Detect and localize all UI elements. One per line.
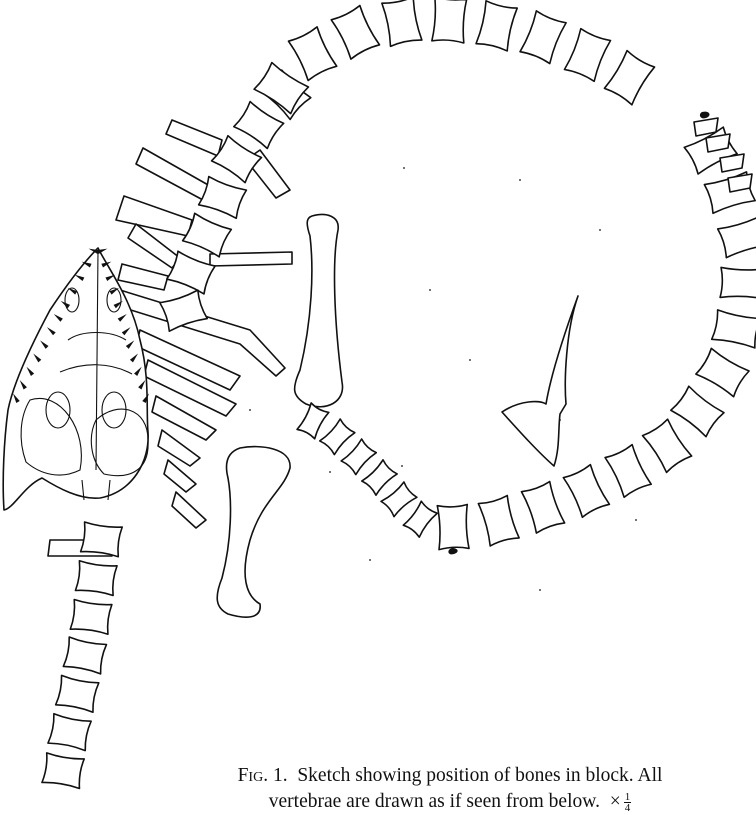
caption-line-2: vertebrae are drawn as if seen from belo… <box>150 789 750 815</box>
vertebra <box>604 51 654 105</box>
vertebra <box>432 0 467 43</box>
limb-bone <box>502 296 578 466</box>
sketch-dot <box>539 589 541 591</box>
figure-caption: Fig. 1. Sketch showing position of bones… <box>150 763 750 815</box>
caption-line-1: Fig. 1. Sketch showing position of bones… <box>150 763 750 789</box>
vertebra <box>605 445 651 498</box>
vertebra <box>381 482 417 517</box>
rib <box>210 252 292 266</box>
vertebra <box>696 348 749 396</box>
limb-bone <box>295 215 343 407</box>
rib <box>172 492 206 528</box>
vertebra <box>288 27 336 81</box>
vertebra <box>362 460 397 495</box>
scale-symbol: × <box>610 791 621 812</box>
sketch-dot <box>369 559 371 561</box>
sketch-dot <box>635 519 637 521</box>
vertebra <box>320 419 355 455</box>
vertebra <box>478 496 519 546</box>
vertebra <box>712 310 756 348</box>
vertebra <box>521 482 564 534</box>
vertebra <box>81 522 123 557</box>
vertebral-column <box>42 0 756 789</box>
vertebra <box>63 637 106 674</box>
sketch-dot <box>469 359 471 361</box>
vertebra <box>70 600 112 635</box>
vertebra <box>341 439 376 475</box>
vertebra <box>382 0 422 46</box>
sketch-dot <box>401 465 403 467</box>
rib <box>118 264 168 290</box>
sketch-dot <box>403 167 405 169</box>
rib <box>116 196 192 236</box>
figure-label: Fig. 1. <box>238 765 288 786</box>
rib <box>158 430 200 466</box>
vertebra <box>718 216 756 257</box>
vertebra <box>437 504 469 549</box>
scale-denominator: 4 <box>624 803 632 813</box>
limb-bone <box>217 447 290 618</box>
vertebra <box>720 267 756 298</box>
vertebra <box>476 1 517 51</box>
vertebra <box>563 465 609 518</box>
vertebra <box>42 753 84 789</box>
sketch-dot <box>559 419 561 421</box>
sketch-dot <box>599 229 601 231</box>
vertebra <box>56 675 99 712</box>
vertebra <box>643 419 692 472</box>
sketch-dot <box>519 179 521 181</box>
vertebra <box>403 501 437 537</box>
caption-text-1: Sketch showing position of bones in bloc… <box>297 765 662 786</box>
neural-spine <box>720 154 744 172</box>
caption-text-2: vertebrae are drawn as if seen from belo… <box>269 791 600 812</box>
vertebra <box>331 5 379 59</box>
vertebra <box>520 11 566 64</box>
vertebra <box>564 29 610 82</box>
sketch-dot <box>429 289 431 291</box>
vertebra <box>48 714 91 751</box>
rib <box>166 120 222 156</box>
skull <box>3 248 148 510</box>
sketch-dot <box>249 409 251 411</box>
vertebra <box>671 386 724 436</box>
vertebra <box>297 403 329 439</box>
vertebra <box>234 102 284 149</box>
sketch-dot <box>329 471 331 473</box>
vertebra <box>75 561 117 596</box>
rib <box>136 148 210 200</box>
